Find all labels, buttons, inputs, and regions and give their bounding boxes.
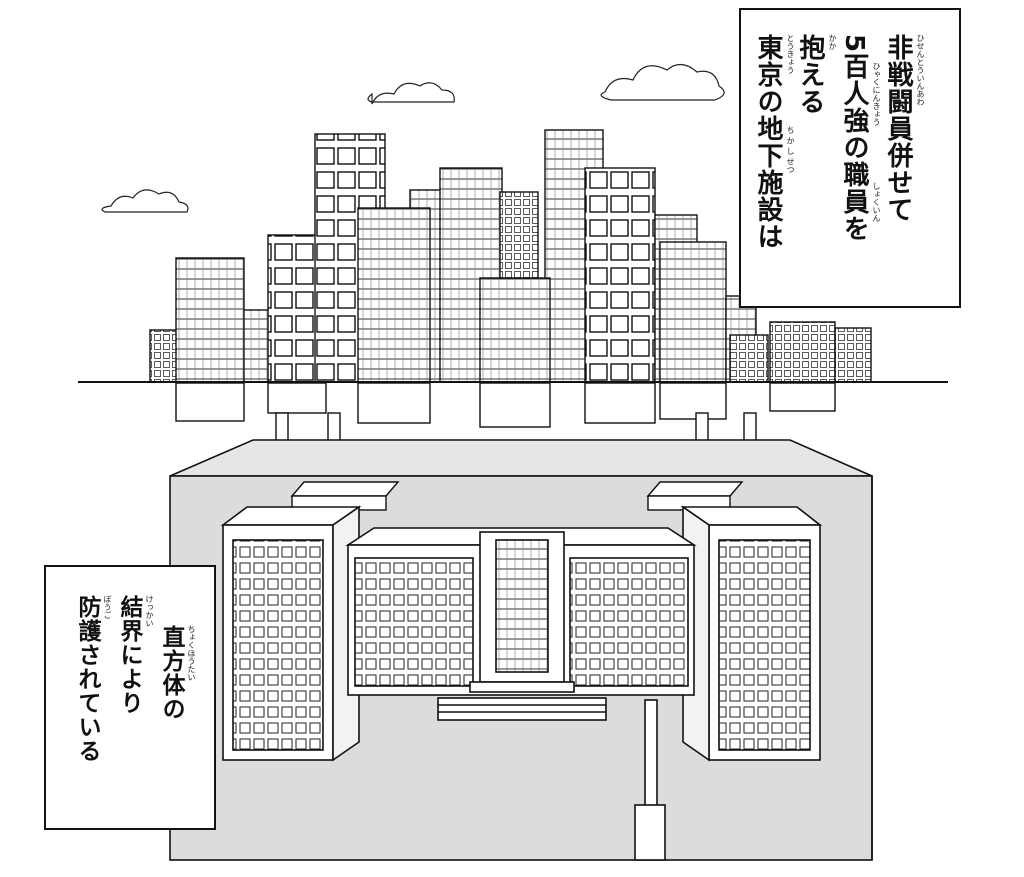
building	[241, 309, 273, 383]
cloud-group	[101, 63, 725, 213]
building	[729, 334, 769, 383]
furigana: ち か し せつ	[786, 126, 795, 174]
furigana: しょくいん	[872, 182, 881, 222]
cloud	[101, 189, 189, 213]
underground-facility	[220, 505, 823, 861]
foundation	[267, 382, 327, 414]
building	[769, 321, 836, 383]
caption-line: 結界により	[116, 595, 142, 715]
furigana: けっかい	[145, 595, 154, 627]
caption-box-top: 非戦闘員併せて 5百人強の職員を 抱える 東京の地下施設は ひせんとういんあわ …	[739, 8, 961, 308]
caption-line: 東京の地下施設は	[753, 34, 783, 250]
building	[479, 277, 551, 383]
city-skyline	[149, 129, 872, 383]
furigana: ひゃくにんきょう	[872, 62, 881, 126]
support-pipe	[644, 699, 658, 809]
foundation	[584, 382, 656, 424]
caption-line: 5百人強の職員を	[839, 34, 869, 243]
building	[175, 257, 245, 383]
foundation	[479, 382, 551, 428]
furigana: とうきょう	[786, 34, 795, 74]
building	[659, 241, 727, 383]
foundation	[175, 382, 245, 422]
building	[834, 327, 872, 383]
caption-box-bottom: 直方体の 結界により 防護されている ちょくほうたい けっかい ぼうご	[44, 565, 216, 830]
building	[357, 207, 431, 383]
caption-line: 抱える	[795, 34, 825, 115]
caption-line: 直方体の	[158, 625, 184, 721]
furigana: かか	[828, 34, 837, 50]
foundation	[769, 382, 836, 412]
stairs	[469, 681, 575, 693]
foundation	[357, 382, 431, 424]
cube-top	[169, 439, 873, 477]
furigana: ぼうご	[103, 595, 112, 619]
furigana: ちょくほうたい	[187, 625, 196, 681]
building	[584, 167, 656, 383]
caption-line: 防護されている	[74, 595, 100, 763]
cloud	[367, 82, 455, 105]
foundation	[659, 382, 727, 420]
cloud	[600, 63, 725, 101]
furigana: ひせんとういんあわ	[916, 34, 925, 106]
caption-line: 非戦闘員併せて	[883, 34, 913, 223]
